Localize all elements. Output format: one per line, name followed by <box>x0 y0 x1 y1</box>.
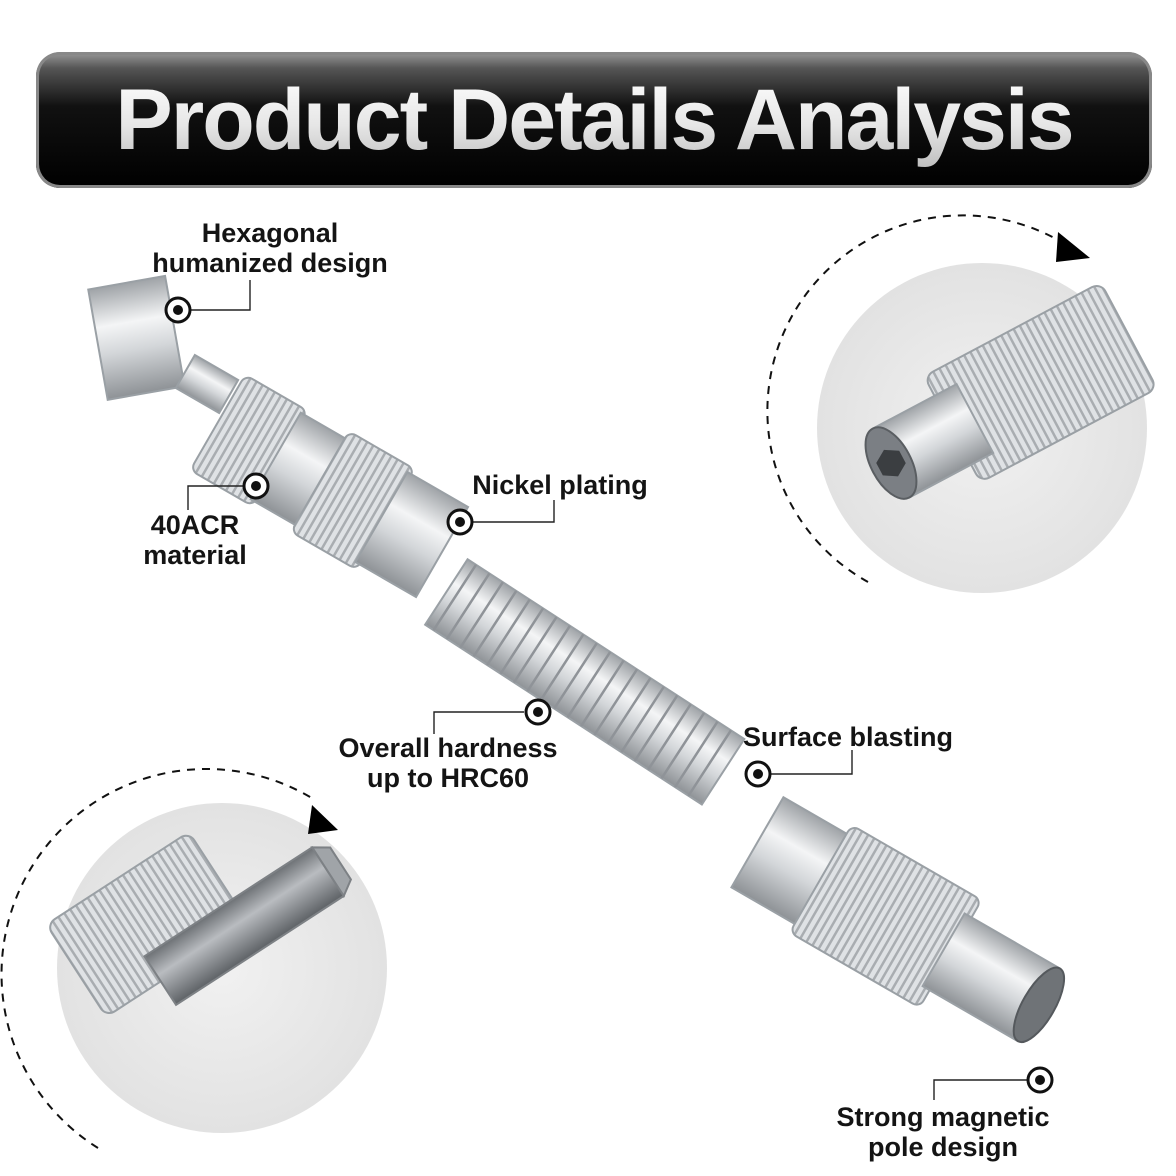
callout-surface: Surface blasting <box>730 722 966 752</box>
callout-hardness-line1: Overall hardness <box>338 733 558 763</box>
callout-material: 40ACR material <box>130 510 260 570</box>
arrow-icon-top <box>1056 232 1090 262</box>
callout-nickel-line1: Nickel plating <box>472 470 648 500</box>
marker-icon-hardness <box>524 698 552 726</box>
callout-hexagonal-line1: Hexagonal <box>201 218 339 248</box>
callout-leaders <box>187 280 1030 1100</box>
title-banner: Product Details Analysis <box>36 52 1152 188</box>
hex-shank <box>87 274 186 401</box>
callout-magnetic-line2: pole design <box>867 1132 1019 1162</box>
marker-icon-nickel <box>446 508 474 536</box>
dashed-arc-bottom <box>0 768 316 1149</box>
callout-hardness: Overall hardness up to HRC60 <box>322 733 574 793</box>
banner-title: Product Details Analysis <box>115 71 1074 168</box>
arrow-icon-bottom <box>308 805 338 834</box>
callout-magnetic: Strong magnetic pole design <box>818 1102 1068 1162</box>
callout-hexagonal-line2: humanized design <box>152 248 388 278</box>
flexible-shaft-tool <box>87 274 1066 1044</box>
dashed-arc-top <box>766 214 1059 583</box>
callout-nickel: Nickel plating <box>460 470 660 500</box>
callout-hardness-line2: up to HRC60 <box>367 763 529 793</box>
socket-end-detail <box>766 214 1155 593</box>
callout-surface-line1: Surface blasting <box>742 722 954 752</box>
callout-material-line1: 40ACR <box>150 510 240 540</box>
marker-icon-surface <box>744 760 772 788</box>
marker-icon-material <box>242 472 270 500</box>
callout-material-line2: material <box>143 540 247 570</box>
flexible-spring-shaft <box>423 557 746 806</box>
callout-markers <box>164 296 1054 1094</box>
callout-magnetic-line1: Strong magnetic <box>836 1102 1050 1132</box>
marker-icon-magnetic <box>1026 1066 1054 1094</box>
callout-hexagonal: Hexagonal humanized design <box>140 218 400 278</box>
hex-shank-detail <box>0 768 387 1149</box>
marker-icon-hexagonal <box>164 296 192 324</box>
